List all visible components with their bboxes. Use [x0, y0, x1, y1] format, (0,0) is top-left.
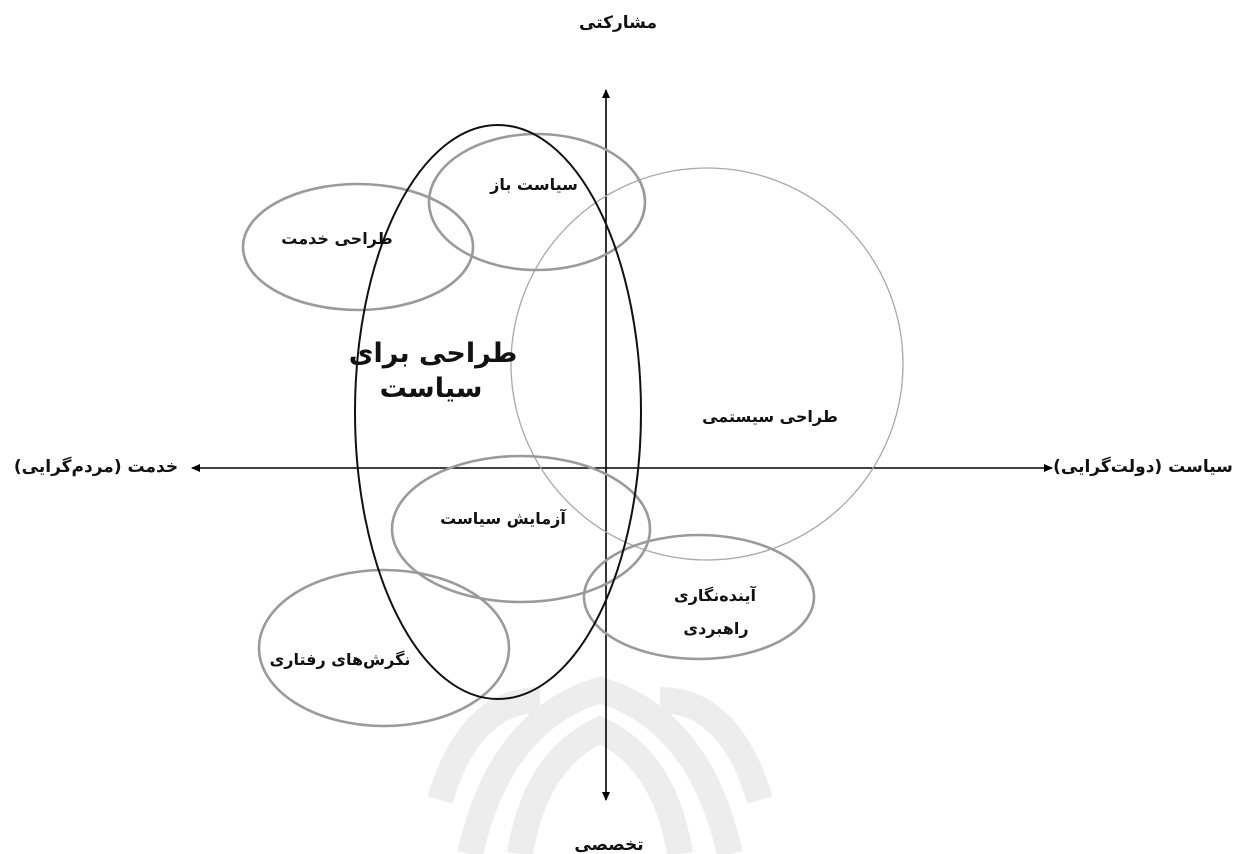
design-for-policy-ellipse — [354, 124, 642, 700]
policy-experiment-ellipse — [390, 454, 652, 604]
axis-label-right: سیاست (دولت‌گرایی) — [1053, 456, 1233, 477]
strategic-foresight-label-line1: آینده‌نگاری — [674, 585, 756, 605]
systems-design-circle — [510, 167, 904, 561]
axis-label-left: خدمت (مردم‌گرایی) — [14, 456, 178, 477]
strategic-foresight-label-line2: راهبردی — [683, 619, 748, 638]
open-policy-label: سیاست باز — [489, 175, 578, 194]
service-design-label: طراحی خدمت — [281, 229, 392, 248]
service-design-ellipse — [241, 182, 475, 312]
behavioral-insights-ellipse — [257, 568, 511, 728]
design-for-policy-label-line2: سیاست — [380, 373, 483, 404]
watermark-logo — [427, 676, 773, 854]
systems-design-label: طراحی سیستمی — [702, 407, 838, 426]
axis-label-bottom: تخصصی — [574, 835, 643, 854]
policy-experiment-label: آزمایش سیاست — [440, 508, 566, 528]
strategic-foresight-ellipse — [582, 533, 816, 661]
axis-label-top: مشارکتی — [579, 13, 657, 33]
open-policy-ellipse — [427, 132, 647, 272]
design-for-policy-label-line1: طراحی برای — [349, 338, 518, 369]
behavioral-insights-label: نگرش‌های رفتاری — [270, 650, 411, 669]
